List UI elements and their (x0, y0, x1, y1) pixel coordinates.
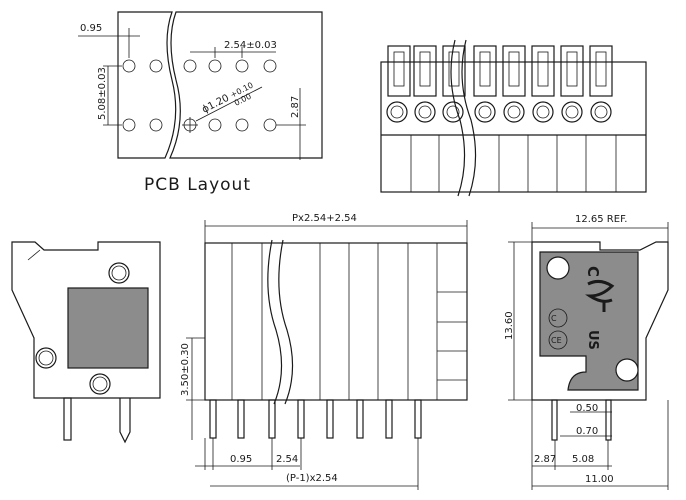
front-dim-pin-height: 3.50±0.30 (180, 343, 191, 396)
pcb-holes-row1 (122, 59, 277, 73)
top-view-screws (386, 101, 612, 123)
pcb-dim-row-spacing: 5.08±0.03 (97, 67, 108, 120)
pcb-dim-pitch: 2.54±0.03 (224, 40, 277, 51)
front-dim-width: Px2.54+2.54 (292, 213, 357, 224)
pcb-dim-right: 2.87 (290, 96, 301, 118)
pcb-dim-offset: 0.95 (80, 23, 102, 34)
side-dim-pin-gap: 0.70 (576, 426, 598, 437)
pcb-dim-hole: ϕ1.20 (200, 93, 231, 116)
side-dim-total: 11.00 (585, 474, 614, 485)
cert-c: C (584, 266, 602, 277)
side-dim-left: 2.87 (534, 454, 556, 465)
front-dim-pin-pitch: 2.54 (276, 454, 298, 465)
side-dim-height: 13.60 (504, 311, 515, 340)
side-dim-pin-width: 0.50 (576, 403, 598, 414)
front-pins (209, 399, 422, 439)
pcb-holes-row2 (122, 117, 277, 133)
cert-us: US (585, 330, 600, 350)
front-dim-pin-offset: 0.95 (230, 454, 252, 465)
side-dim-ref-width: 12.65 REF. (575, 214, 627, 225)
top-view-slots (387, 45, 613, 97)
pcb-layout-title: PCB Layout (144, 175, 251, 195)
right-side-view: C US C CE 12.65 REF. 13.60 0.50 0.70 2.8… (504, 214, 669, 490)
cert-c-circle: C (551, 314, 557, 323)
left-side-view (11, 241, 161, 444)
front-view: Px2.54+2.54 3.50±0.30 0.95 2.54 (P-1)x2.… (180, 213, 468, 490)
top-view (380, 39, 647, 197)
front-dim-total-pitch: (P-1)x2.54 (286, 473, 338, 484)
cert-ce-circle: CE (551, 336, 562, 345)
side-dim-spacing: 5.08 (572, 454, 594, 465)
pcb-layout-view: 0.95 2.54±0.03 5.08±0.03 ϕ1.20 +0.10 0.0… (78, 11, 323, 195)
